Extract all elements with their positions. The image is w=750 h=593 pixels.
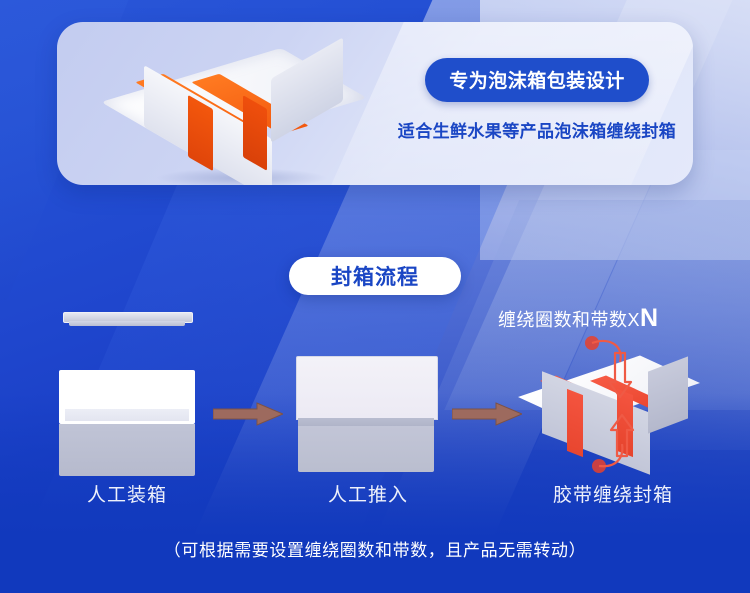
closed-box-seam [298, 418, 434, 426]
step-3-label: 胶带缠绕封箱 [552, 485, 673, 506]
hero-text-group: 专为泡沫箱包装设计 适合生鲜水果等产品泡沫箱缠绕封箱 [387, 58, 687, 142]
foam-box-tape-front-2 [243, 95, 267, 171]
wrap-count-label: 缠绕圈数和带数X [498, 310, 641, 330]
flow-arrow-2-icon [452, 402, 522, 426]
step-2-graphic [296, 356, 438, 472]
step-1-graphic [57, 312, 197, 476]
hero-badge: 专为泡沫箱包装设计 [425, 58, 649, 102]
hero-subtitle: 适合生鲜水果等产品泡沫箱缠绕封箱 [397, 122, 677, 141]
wrap-count-annotation: 缠绕圈数和带数XN [498, 306, 659, 332]
process-steps [0, 300, 750, 500]
step-2-label: 人工推入 [327, 485, 408, 506]
wrap-direction-arrows-icon [585, 336, 635, 473]
foam-box-icon [101, 22, 367, 185]
open-box-lower [59, 424, 195, 476]
step-3-graphic [518, 336, 705, 480]
section-title-pill: 封箱流程 [289, 257, 461, 295]
footnote-text: （可根据需要设置缠绕圈数和带数，且产品无需转动） [163, 541, 587, 560]
foam-lid-lip [69, 321, 185, 326]
hero-card: 专为泡沫箱包装设计 适合生鲜水果等产品泡沫箱缠绕封箱 [57, 22, 693, 185]
flow-arrow-1-icon [213, 402, 283, 426]
closed-box-bottom [298, 426, 434, 472]
section-title-text: 封箱流程 [331, 266, 419, 289]
closed-box-top [296, 356, 438, 420]
open-box-inner-edge [65, 409, 189, 421]
wrap-count-value: N [640, 304, 659, 332]
foam-box-tape-front-1 [188, 94, 213, 172]
step-1-label: 人工装箱 [86, 485, 167, 506]
